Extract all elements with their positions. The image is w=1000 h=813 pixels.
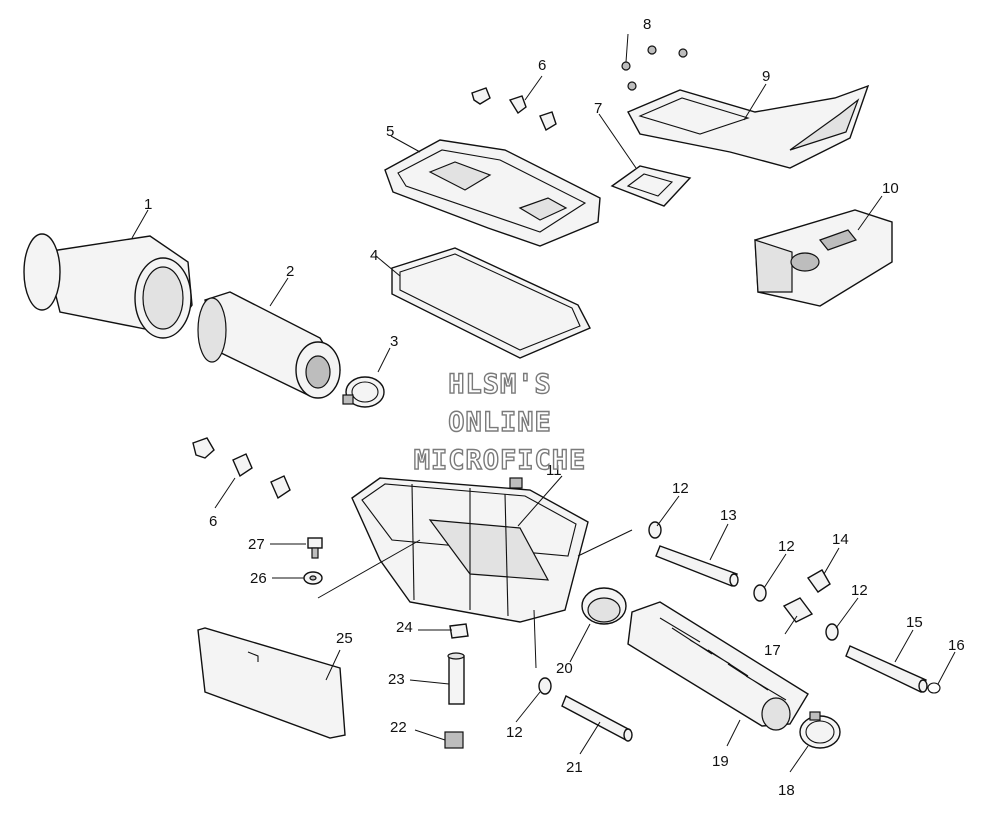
part-3-hose-clamp	[342, 376, 385, 408]
part-27-screw	[307, 537, 323, 559]
part-12-grommets	[538, 521, 839, 695]
callout-20: 20	[556, 660, 573, 677]
callout-6-top: 6	[538, 57, 546, 74]
callout-17: 17	[764, 642, 781, 659]
callout-13: 13	[720, 507, 737, 524]
callout-1: 1	[144, 196, 152, 213]
callout-11: 11	[546, 462, 562, 479]
part-14-clip	[806, 569, 831, 593]
watermark-line-2: ONLINE	[448, 407, 552, 438]
part-15-tube	[845, 645, 928, 693]
callout-16: 16	[948, 637, 965, 654]
callout-8: 8	[643, 16, 651, 33]
callout-3: 3	[390, 333, 398, 350]
part-8-screws	[621, 45, 688, 91]
part-18-clamp	[799, 711, 841, 749]
callout-15: 15	[906, 614, 923, 631]
callout-14: 14	[832, 531, 849, 548]
part-6-clips-top	[471, 87, 557, 132]
callout-6-bottom: 6	[209, 513, 217, 530]
part-20-ring	[581, 587, 627, 625]
callout-26: 26	[250, 570, 267, 587]
callout-2: 2	[286, 263, 294, 280]
part-4-gasket	[391, 247, 591, 359]
callout-10: 10	[882, 180, 899, 197]
watermark: HLSM'S ONLINE MICROFICHE	[413, 368, 587, 476]
callout-22: 22	[390, 719, 407, 736]
leader-lines	[131, 33, 956, 773]
part-5-airbox-cover	[384, 139, 601, 247]
callout-5: 5	[386, 123, 394, 140]
callout-27: 27	[248, 536, 265, 553]
callout-23: 23	[388, 671, 405, 688]
callout-25: 25	[336, 630, 353, 647]
callout-12-b: 12	[778, 538, 795, 555]
callout-12-d: 12	[506, 724, 523, 741]
callout-7: 7	[594, 100, 602, 117]
callout-18: 18	[778, 782, 795, 799]
part-22-drain-plug	[444, 731, 464, 749]
part-25-panel	[197, 627, 346, 739]
callout-19: 19	[712, 753, 729, 770]
callout-12-c: 12	[851, 582, 868, 599]
callout-24: 24	[396, 619, 413, 636]
callout-4: 4	[370, 247, 378, 264]
part-13-tube	[655, 545, 739, 587]
part-19-boot	[627, 601, 809, 731]
callout-21: 21	[566, 759, 583, 776]
part-7-small-gasket	[610, 165, 692, 207]
part-11-airbox-base	[351, 477, 589, 623]
part-6-clips-bottom	[192, 437, 291, 500]
part-17-fitting	[782, 597, 814, 623]
watermark-line-3: MICROFICHE	[414, 445, 587, 476]
part-16-clamp	[927, 682, 941, 694]
part-10-foam-block	[754, 209, 893, 307]
part-24-clip	[449, 623, 469, 639]
part-23-tube	[447, 652, 465, 705]
callout-12-a: 12	[672, 480, 689, 497]
part-1-foam-filter	[23, 233, 193, 339]
part-2-paper-filter	[197, 291, 341, 399]
part-9-intake-duct	[627, 84, 870, 169]
watermark-line-1: HLSM'S	[448, 369, 552, 400]
part-26-washer	[303, 571, 323, 585]
callout-9: 9	[762, 68, 770, 85]
callout-labels: 1 2 3 4 5 6 7 8 9 10 6 11 12 13 12 14 12…	[144, 16, 965, 799]
part-21-tube	[561, 695, 633, 742]
